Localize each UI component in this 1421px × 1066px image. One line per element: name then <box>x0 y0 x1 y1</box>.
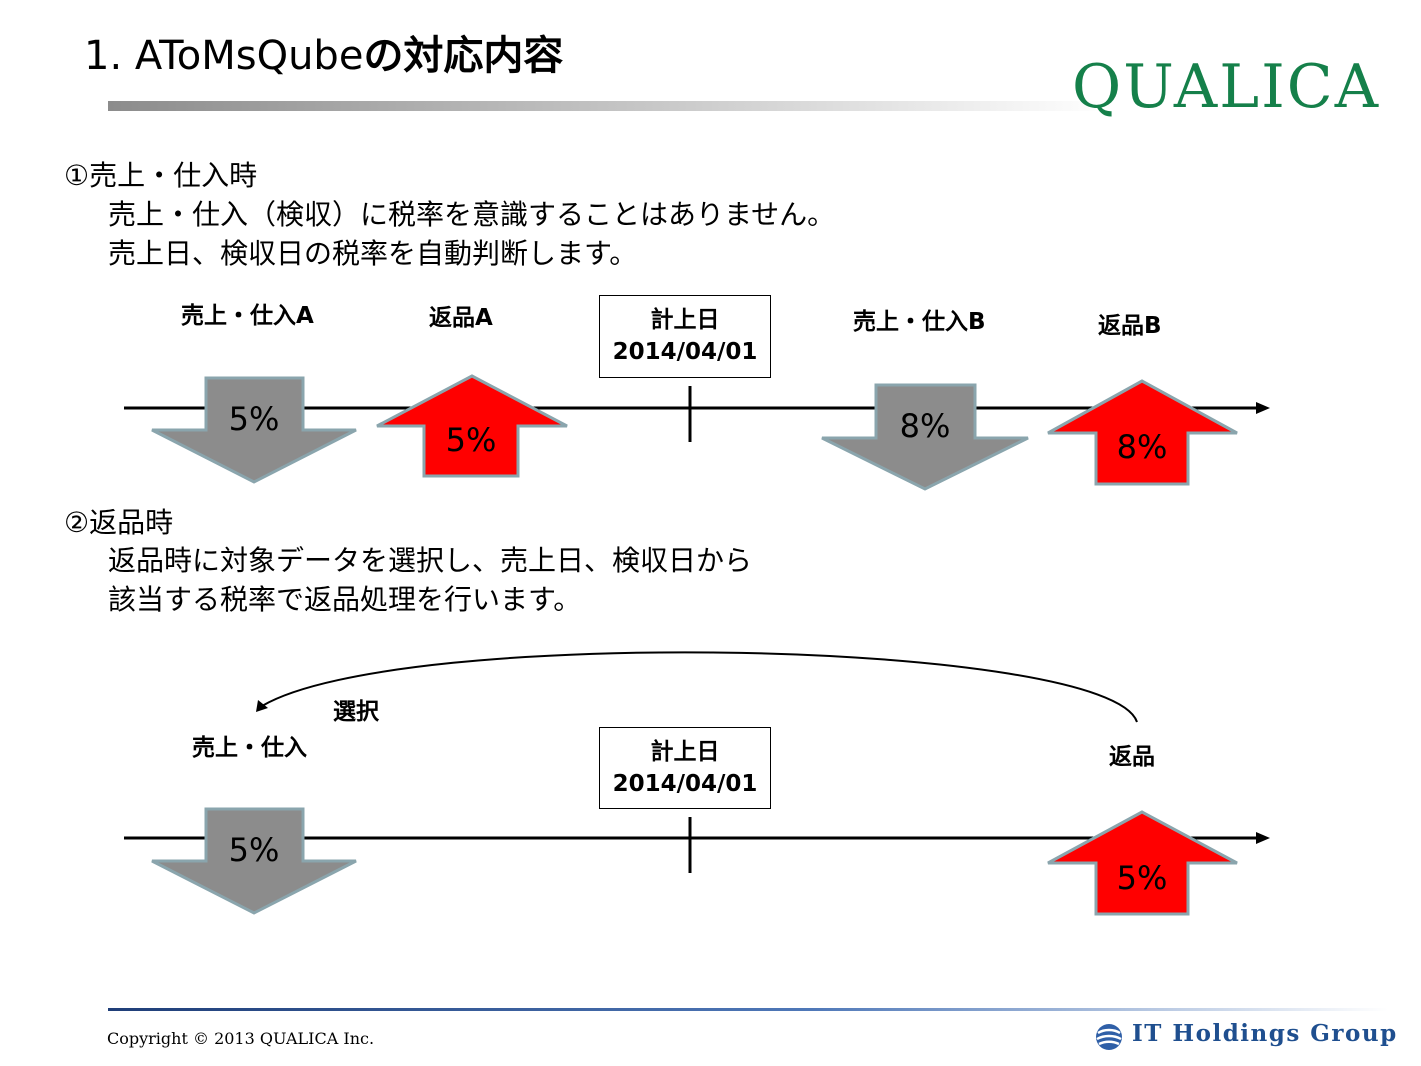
section2-heading: ②返品時 <box>64 506 174 539</box>
timeline-arrowhead-1 <box>1256 402 1270 414</box>
sale-a-rate: 5% <box>229 400 280 438</box>
timeline-diagram-1: 5% 5% 8% 8% <box>124 374 1270 491</box>
label-select: 選択 <box>333 699 379 725</box>
return-rate: 5% <box>1117 859 1168 897</box>
sale-b-rate: 8% <box>900 407 951 445</box>
return-b-up-arrow <box>1047 379 1238 486</box>
label-sale: 売上・仕入 <box>192 735 307 761</box>
qualica-logo: QUALICA <box>1072 52 1381 122</box>
section1-line-2: 売上日、検収日の税率を自動判断します。 <box>108 237 638 270</box>
label-return: 返品 <box>1109 744 1155 770</box>
section2-line-2: 該当する税率で返品処理を行います。 <box>108 583 582 616</box>
return-up-arrow <box>1047 810 1238 916</box>
date-box-1: 計上日 2014/04/01 <box>599 295 771 378</box>
slide-title: 1. AToMsQubeの対応内容 <box>84 28 563 84</box>
timeline-arrowhead-2 <box>1256 832 1270 844</box>
title-prefix: 1. AToMsQube <box>84 33 364 79</box>
copyright-text: Copyright © 2013 QUALICA Inc. <box>107 1029 375 1048</box>
label-return-b: 返品B <box>1098 313 1162 339</box>
it-holdings-group-logo: IT Holdings Group <box>1132 1020 1398 1047</box>
return-a-rate: 5% <box>446 421 497 459</box>
sale-a-down-arrow <box>151 376 357 484</box>
date-box-1-label: 計上日 <box>650 307 720 333</box>
label-sale-a: 売上・仕入A <box>181 303 314 329</box>
select-curve <box>261 651 1138 723</box>
date-box-2-label: 計上日 <box>650 739 720 765</box>
footer-divider <box>108 1008 1388 1011</box>
select-curve-arrowhead <box>256 700 268 712</box>
return-b-rate: 8% <box>1117 428 1168 466</box>
section2-line-1: 返品時に対象データを選択し、売上日、検収日から <box>108 544 753 577</box>
section1-heading: ①売上・仕入時 <box>64 159 258 192</box>
timeline-diagram-2: 5% 5% <box>124 651 1270 916</box>
date-box-1-date: 2014/04/01 <box>612 339 758 365</box>
label-sale-b: 売上・仕入B <box>853 309 986 335</box>
return-a-up-arrow <box>376 374 568 478</box>
sale-b-down-arrow <box>821 383 1029 491</box>
date-box-2-date: 2014/04/01 <box>612 771 758 797</box>
globe-icon <box>1096 1024 1122 1050</box>
title-underline <box>108 101 1108 111</box>
section1-line-1: 売上・仕入（検収）に税率を意識することはありません。 <box>108 198 836 231</box>
label-return-a: 返品A <box>429 305 493 331</box>
date-box-2: 計上日 2014/04/01 <box>599 727 771 809</box>
sale-down-arrow <box>151 807 357 915</box>
sale-rate: 5% <box>229 831 280 869</box>
title-suffix: の対応内容 <box>363 33 564 79</box>
